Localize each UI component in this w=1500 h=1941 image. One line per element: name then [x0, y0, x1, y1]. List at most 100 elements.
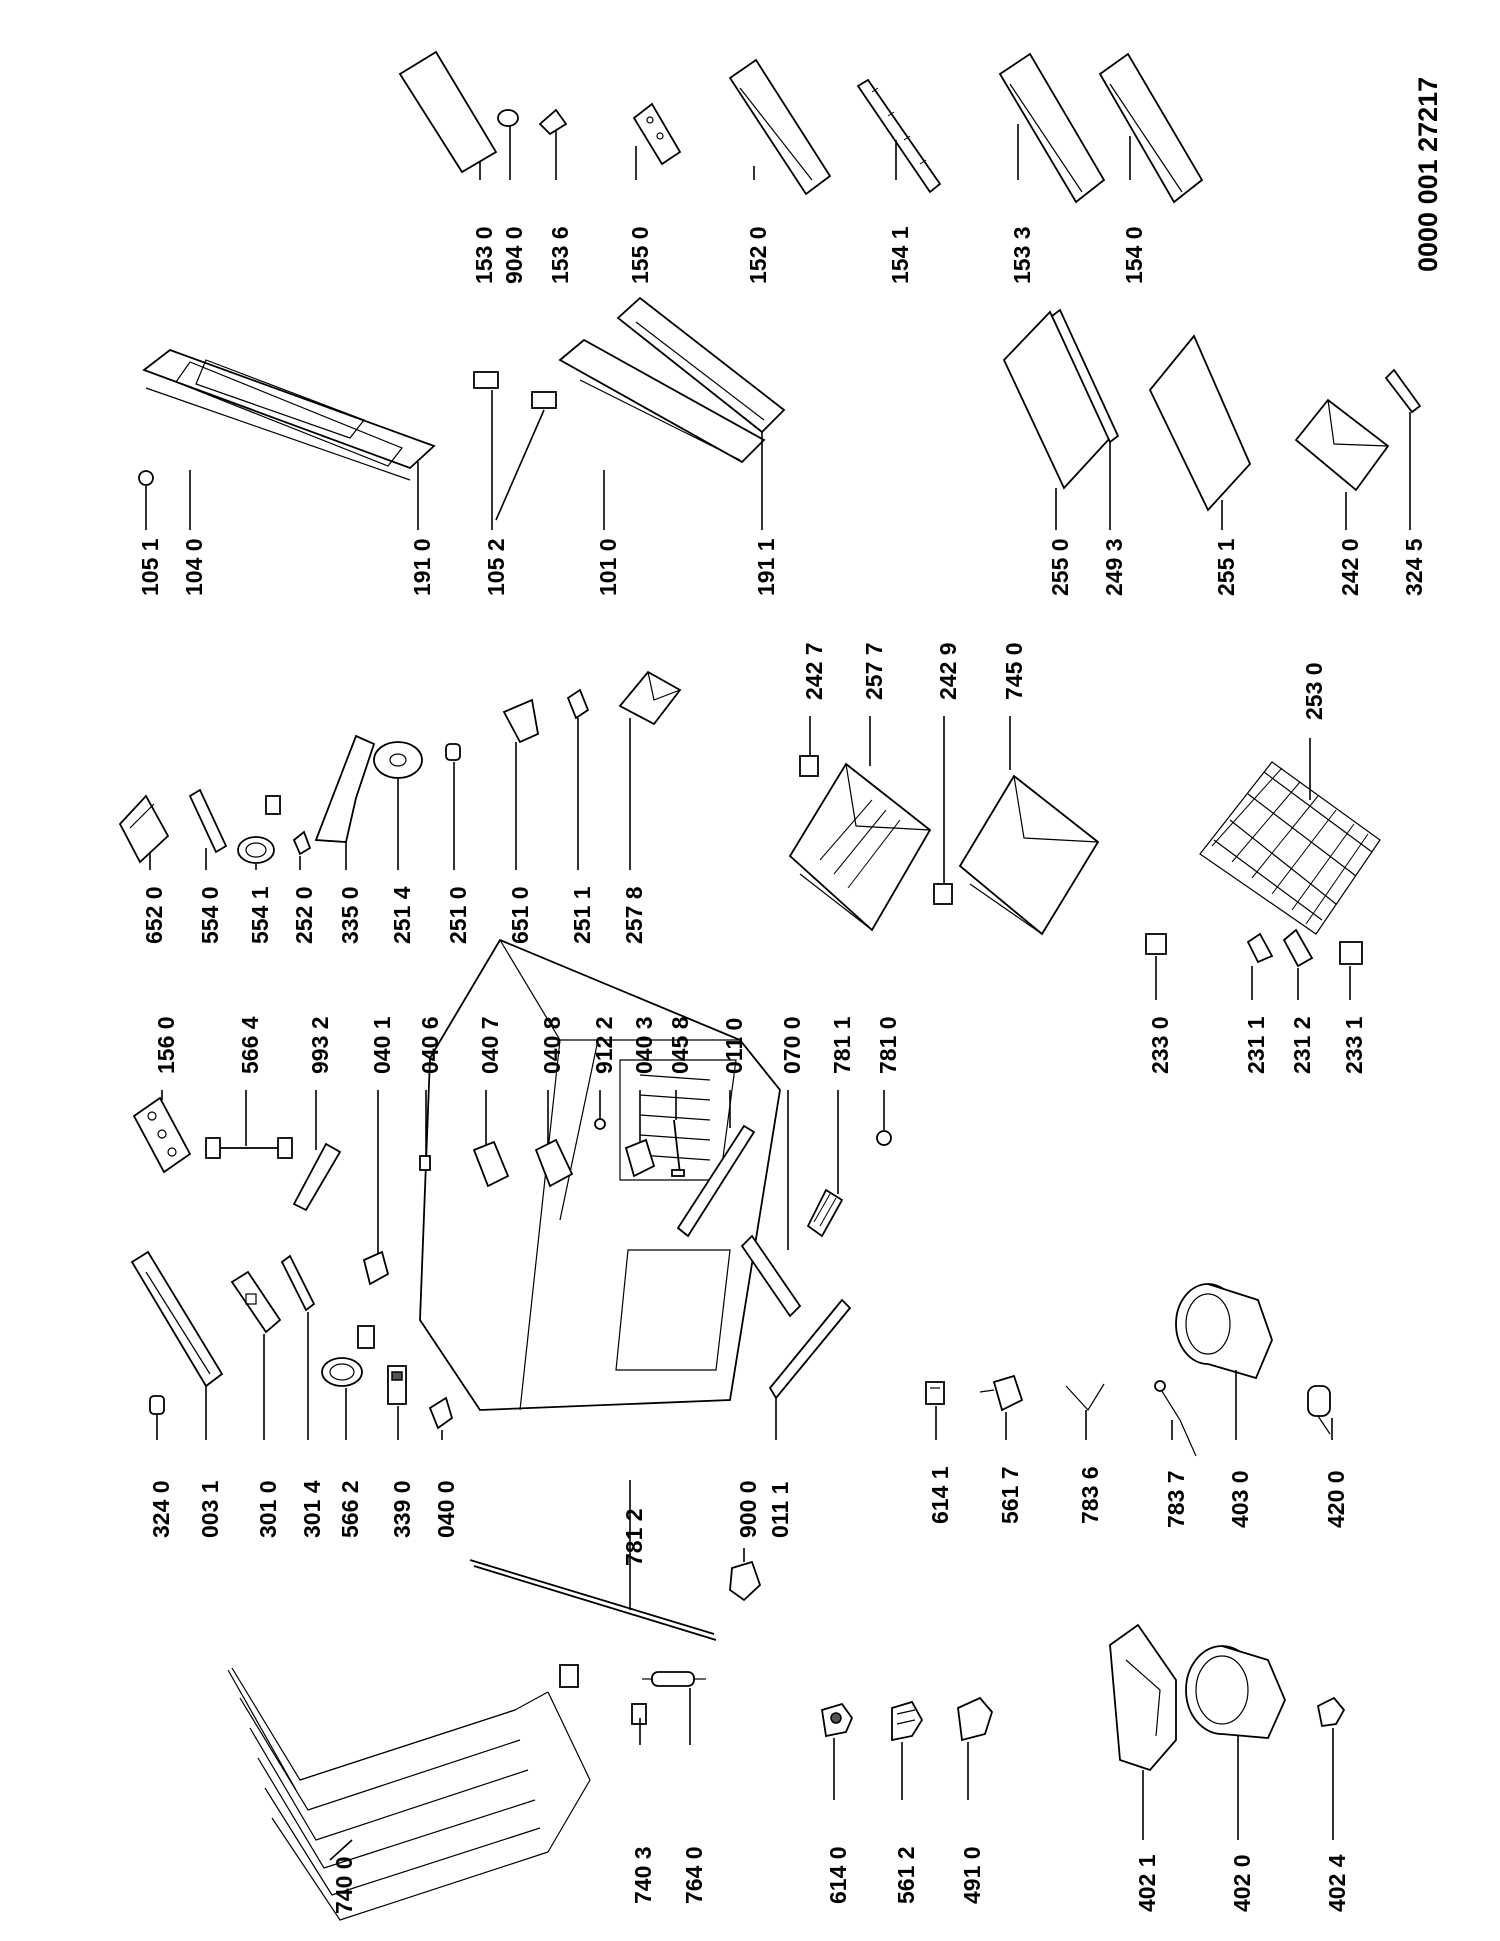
callout-070-0: 070 0	[779, 1016, 805, 1074]
freezer-door-104	[142, 348, 436, 481]
callout-781-0: 781 0	[875, 1016, 901, 1074]
callout-740-3: 740 3	[630, 1846, 656, 1904]
wire-783-7	[1154, 1380, 1197, 1457]
rail-070-0	[740, 1234, 802, 1318]
callout-249-3: 249 3	[1101, 538, 1127, 596]
callout-156-0: 156 0	[153, 1016, 179, 1074]
callout-651-0: 251 1	[569, 886, 595, 944]
callout-491-0: 491 0	[959, 1846, 985, 1904]
callout-040-3: 040 3	[631, 1016, 657, 1074]
cover-part	[957, 1696, 994, 1742]
rail-154-1	[856, 78, 942, 194]
wire-rack-745	[1199, 761, 1381, 935]
callout-105-1: 105 1	[137, 538, 163, 596]
drawing-code: 0000 001 27217	[1413, 77, 1443, 272]
drier-filter	[642, 1671, 706, 1687]
housing-252	[314, 734, 376, 843]
grille-781-1	[806, 1188, 844, 1238]
compressor-clip	[1316, 1696, 1346, 1728]
knob-554-0	[237, 795, 281, 864]
callout-783-7: 783 7	[1163, 1470, 1189, 1528]
fridge-door-101	[558, 338, 766, 464]
callout-040-0: 040 0	[433, 1480, 459, 1538]
drawer-242-9	[958, 774, 1100, 936]
callout-324-5: 324 5	[1401, 538, 1427, 596]
thermostat-part	[891, 1700, 924, 1742]
callout-040-7: 040 7	[477, 1016, 503, 1074]
control-unit-652	[118, 794, 170, 864]
clip-900	[729, 1560, 762, 1602]
callout-242-9: 745 0	[1001, 642, 1027, 700]
bin-152-0	[728, 58, 832, 196]
wire-993-2	[292, 1142, 342, 1212]
cable-566-4	[205, 1137, 293, 1159]
callout-045-8: 045 8	[667, 1016, 693, 1074]
hinge-040-0	[428, 1396, 454, 1430]
callout-153-0: 153 0	[471, 226, 497, 284]
callout-900-0: 900 0	[735, 1480, 761, 1538]
part-233-0	[1145, 933, 1167, 955]
callout-781-1: 781 1	[829, 1016, 855, 1074]
callout-154-1: 154 1	[887, 226, 913, 284]
part-231-1	[1246, 932, 1274, 964]
rail-011-0	[676, 1124, 756, 1238]
bin-154-0	[1098, 52, 1204, 204]
callout-554-0: 554 1	[247, 886, 273, 944]
callout-339-0: 339 0	[389, 1480, 415, 1538]
disc-781-0	[876, 1130, 892, 1146]
callout-993-2: 993 2	[307, 1016, 333, 1074]
callout-153-6: 153 6	[547, 226, 573, 284]
cap-251-4	[445, 743, 461, 761]
callout-011-0: 011 0	[721, 1018, 747, 1074]
capacitor-420	[1307, 1385, 1331, 1435]
callout-242-7: 257 7	[861, 642, 887, 700]
part-614-1	[925, 1381, 945, 1405]
small-cap-324	[149, 1395, 165, 1415]
drawer-242-7	[788, 762, 932, 932]
switch-339	[387, 1365, 407, 1405]
callout-420-0: 420 0	[1323, 1470, 1349, 1528]
glass-shelf-255-1	[1148, 334, 1252, 512]
callout-614-1: 614 1	[927, 1466, 953, 1524]
callout-402-0: 402 0	[1229, 1854, 1255, 1912]
callout-781-2: 781 2	[621, 1508, 647, 1566]
screw-912-2	[594, 1118, 606, 1130]
callout-152-0: 152 0	[745, 226, 771, 284]
cabinet-body	[419, 938, 781, 1411]
clip-554-1	[292, 830, 312, 856]
callout-105-2: 105 2	[483, 538, 509, 596]
callout-566-2: 566 2	[337, 1480, 363, 1538]
callout-191-1: 191 1	[753, 538, 779, 596]
callout-104-0: 104 0	[181, 538, 207, 596]
bracket-301-0	[230, 1270, 282, 1334]
callout-904-0: 904 0	[501, 226, 527, 284]
disc-335	[373, 741, 423, 779]
callout-003-1: 003 1	[197, 1480, 223, 1538]
part-233-1	[1339, 941, 1363, 965]
hinge-040-3	[624, 1138, 656, 1178]
callout-257-8: 242 7	[801, 642, 827, 700]
callout-040-8: 040 8	[539, 1016, 565, 1074]
hinge-105-2	[473, 371, 557, 409]
callout-566-4: 566 4	[237, 1016, 263, 1074]
callout-403-0: 403 0	[1227, 1470, 1253, 1528]
callout-153-3: 153 3	[1009, 226, 1035, 284]
condenser-bracket	[631, 1703, 647, 1725]
callout-233-0: 233 0	[1147, 1016, 1173, 1074]
callout-040-1: 040 1	[369, 1016, 395, 1074]
callout-561-2: 561 2	[893, 1846, 919, 1904]
part-231-2	[1282, 928, 1314, 968]
callout-614-0: 614 0	[825, 1846, 851, 1904]
pin-040-6	[419, 1155, 431, 1171]
door-gasket-191-1	[616, 296, 786, 434]
crisper-242-0	[1294, 398, 1390, 492]
pin-045-8	[671, 1119, 685, 1177]
callout-040-6: 040 6	[417, 1016, 443, 1074]
callout-154-0: 154 0	[1121, 226, 1147, 284]
compressor-main	[1185, 1645, 1286, 1739]
callout-402-1: 402 1	[1134, 1854, 1160, 1912]
callout-764-0: 764 0	[681, 1846, 707, 1904]
hinge-040-1	[362, 1250, 390, 1286]
callout-335-0: 251 4	[389, 886, 415, 944]
